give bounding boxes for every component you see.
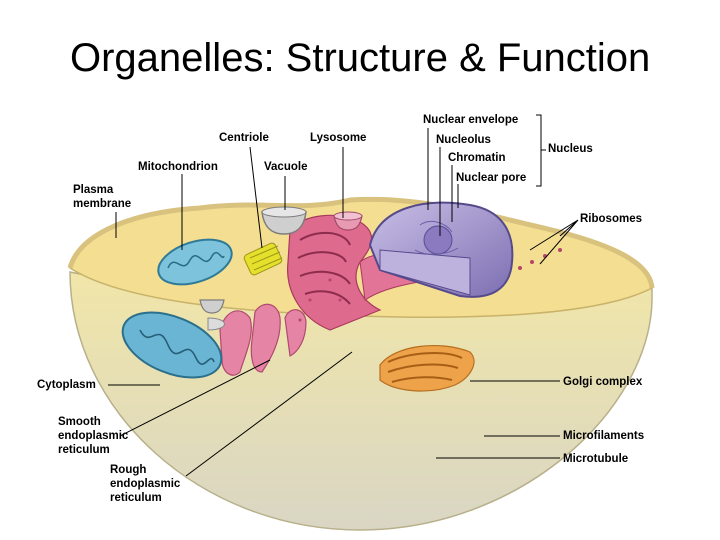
label-cytoplasm: Cytoplasm [37, 379, 96, 391]
nucleus-shape [368, 201, 514, 298]
label-nuclear-pore: Nuclear pore [456, 172, 527, 184]
pointer-lines [108, 114, 579, 477]
label-mitochondrion: Mitochondrion [138, 161, 218, 173]
label-lysosome: Lysosome [310, 132, 367, 144]
label-smooth-er: Smooth endoplasmic reticulum [58, 416, 129, 456]
label-microtubule: Microtubule [563, 453, 629, 465]
label-microfilaments: Microfilaments [563, 430, 645, 442]
centriole-shape [243, 242, 283, 276]
mitochondrion-2-shape [121, 311, 223, 379]
ribosome-dots [298, 248, 562, 322]
label-nuclear-envelope: Nuclear envelope [423, 114, 519, 126]
label-centriole: Centriole [219, 132, 269, 144]
plasma-membrane [67, 196, 655, 289]
label-golgi-complex: Golgi complex [563, 376, 643, 388]
smooth-er-shape [219, 303, 307, 376]
lysosome-shape [333, 211, 363, 231]
vacuole-shape [261, 206, 307, 235]
mitochondrion-shape [157, 238, 233, 286]
golgi-shape [379, 344, 475, 392]
nucleolus-shape [423, 225, 453, 255]
label-chromatin: Chromatin [448, 152, 506, 164]
label-nucleolus: Nucleolus [436, 134, 491, 146]
label-ribosomes: Ribosomes [580, 213, 642, 225]
label-vacuole: Vacuole [264, 161, 308, 173]
label-rough-er: Rough endoplasmic reticulum [110, 464, 181, 504]
label-plasma-membrane: Plasma membrane [73, 184, 132, 210]
slide-title: Organelles: Structure & Function [70, 36, 651, 80]
label-nucleus: Nucleus [548, 143, 593, 155]
